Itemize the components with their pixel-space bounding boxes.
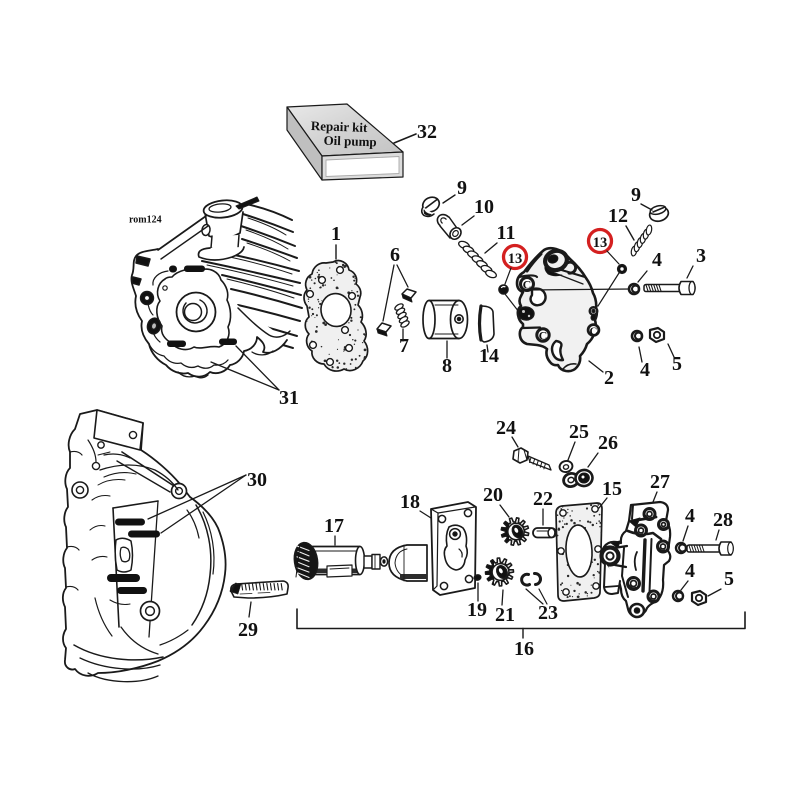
svg-text:29: 29	[238, 619, 258, 641]
svg-text:Repair kit: Repair kit	[311, 118, 369, 135]
svg-text:28: 28	[713, 509, 733, 531]
svg-text:11: 11	[497, 222, 516, 244]
svg-text:rom124: rom124	[129, 215, 162, 226]
svg-text:16: 16	[514, 638, 534, 660]
svg-text:5: 5	[672, 353, 682, 375]
svg-text:13: 13	[508, 251, 523, 267]
svg-text:4: 4	[685, 560, 695, 582]
svg-text:1: 1	[331, 223, 341, 245]
svg-text:7: 7	[399, 335, 409, 357]
svg-text:25: 25	[569, 421, 589, 443]
svg-text:13: 13	[593, 235, 608, 251]
svg-text:22: 22	[533, 488, 553, 510]
svg-text:C: C	[539, 329, 548, 343]
svg-text:12: 12	[608, 205, 628, 227]
svg-text:9: 9	[631, 184, 641, 206]
svg-text:27: 27	[650, 471, 670, 493]
svg-text:30: 30	[247, 469, 267, 491]
svg-text:8: 8	[442, 355, 452, 377]
svg-text:31: 31	[279, 387, 299, 409]
svg-text:24: 24	[496, 417, 516, 439]
svg-text:32: 32	[417, 121, 437, 143]
svg-text:21: 21	[495, 604, 515, 626]
svg-text:C: C	[590, 325, 598, 337]
svg-text:4: 4	[640, 359, 650, 381]
svg-text:10: 10	[474, 196, 494, 218]
svg-text:17: 17	[324, 515, 344, 537]
svg-text:5: 5	[724, 568, 734, 590]
svg-text:19: 19	[467, 599, 487, 621]
svg-text:4: 4	[652, 249, 662, 271]
svg-text:23: 23	[538, 602, 558, 624]
svg-text:4: 4	[685, 505, 695, 527]
svg-text:C: C	[523, 278, 532, 292]
svg-text:26: 26	[598, 432, 618, 454]
svg-text:Oil pump: Oil pump	[323, 133, 377, 150]
svg-text:14: 14	[479, 345, 499, 367]
svg-text:6: 6	[390, 244, 400, 266]
svg-text:9: 9	[457, 177, 467, 199]
svg-text:20: 20	[483, 484, 503, 506]
svg-text:18: 18	[400, 491, 420, 513]
svg-text:15: 15	[602, 478, 622, 500]
svg-text:2: 2	[604, 367, 614, 389]
svg-text:3: 3	[696, 245, 706, 267]
